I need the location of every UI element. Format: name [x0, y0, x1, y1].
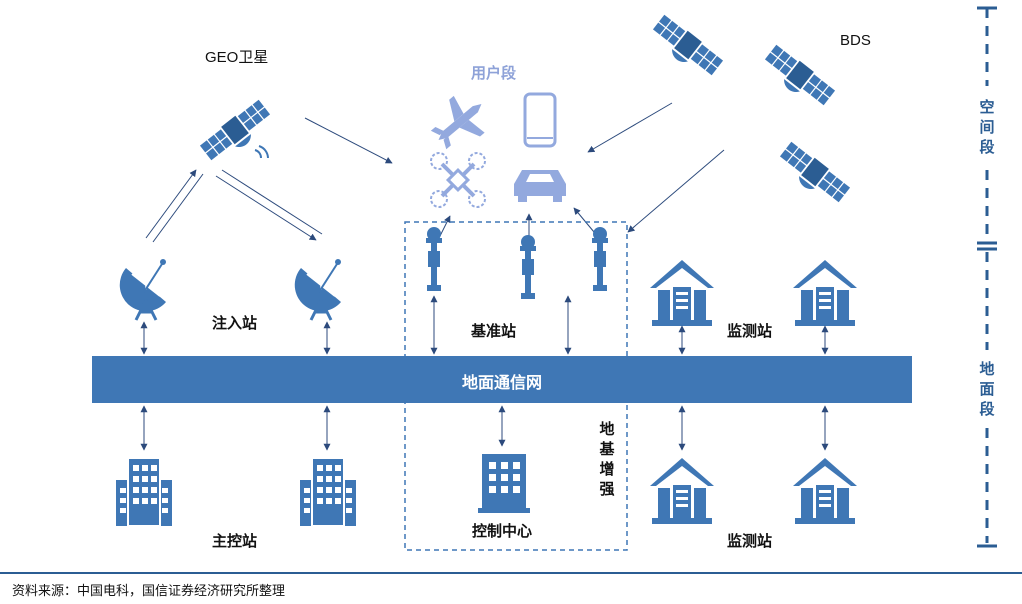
reference-station-label: 基准站 — [471, 323, 517, 340]
monitor-station-icon — [793, 458, 857, 524]
space-segment-label: 空间段 — [978, 98, 996, 158]
satellite-dish-icon — [293, 257, 343, 322]
smartphone-icon — [523, 92, 557, 148]
connection-arrows — [140, 295, 829, 451]
user-segment-label: 用户段 — [471, 65, 517, 82]
monitor-station-label: 监测站 — [727, 323, 773, 340]
office-building-icon — [115, 457, 173, 527]
car-icon — [514, 170, 566, 202]
injection-station-label: 注入站 — [212, 315, 258, 332]
bds-satellite-icon — [772, 139, 853, 211]
control-center-label: 控制中心 — [472, 523, 533, 540]
ground-segment-label: 地面段 — [978, 360, 996, 420]
bds-label: BDS — [840, 32, 871, 49]
source-note: 资料来源：中国电科，国信证券经济研究所整理 — [12, 583, 286, 598]
control-center-building-icon — [478, 454, 530, 513]
monitor-station-icon — [793, 260, 857, 326]
master-control-station-label: 主控站 — [212, 533, 258, 550]
uplink-arrows — [145, 169, 323, 243]
gnss-receiver-icon — [592, 227, 608, 291]
bds-satellite-icon — [645, 12, 726, 84]
airplane-icon — [430, 95, 485, 150]
ground-augmentation-label: 地基增强 — [599, 421, 615, 498]
ground-network-label: 地面通信网 — [461, 375, 542, 392]
ground-network-bar: 地面通信网 — [92, 356, 912, 403]
satellite-dish-icon — [118, 257, 168, 322]
signal-arrows — [304, 102, 725, 238]
bds-satellite-icon — [757, 42, 838, 114]
monitor-station-label: 监测站 — [727, 533, 773, 550]
office-building-icon — [299, 457, 357, 527]
source-footer: 资料来源：中国电科，国信证券经济研究所整理 — [0, 572, 1022, 604]
monitor-station-icon — [650, 458, 714, 524]
monitor-station-icon — [650, 260, 714, 326]
signal-waves-icon — [254, 145, 269, 159]
gnss-receiver-icon — [426, 227, 442, 291]
gnss-receiver-icon — [520, 235, 536, 299]
drone-icon — [430, 152, 486, 208]
geo-satellite-label: GEO卫星 — [205, 49, 269, 66]
segment-bracket — [977, 6, 997, 548]
geo-satellite-icon — [197, 97, 278, 169]
